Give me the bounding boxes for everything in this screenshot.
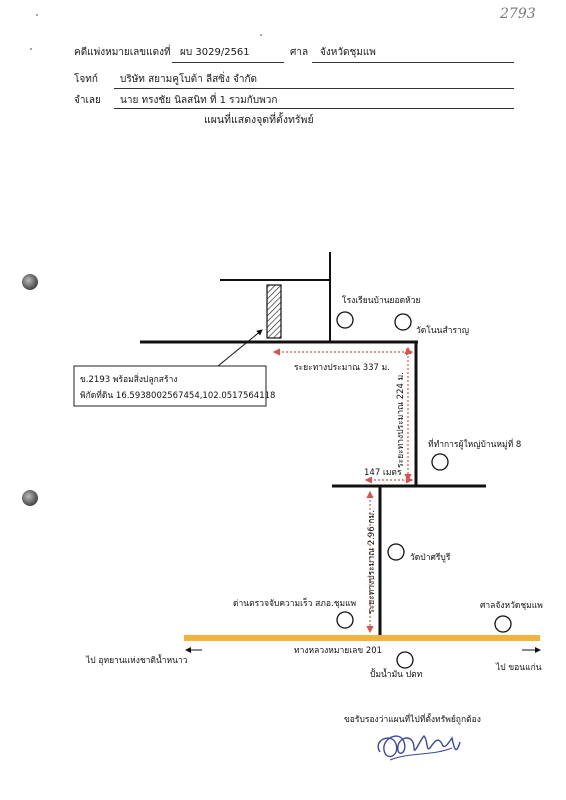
temple-nong-marker bbox=[394, 313, 412, 331]
signature bbox=[377, 735, 461, 758]
case-number-value: ผบ 3029/2561 bbox=[180, 47, 250, 58]
handwritten-page-number: 2793 bbox=[500, 6, 536, 22]
court-label-map: ศาลจังหวัดชุมแพ bbox=[480, 601, 543, 611]
court-marker bbox=[494, 615, 512, 633]
map-title: แผนที่แสดงจุดที่ตั้งทรัพย์ bbox=[204, 114, 314, 126]
case-number-underline bbox=[172, 62, 284, 63]
plaintiff-underline bbox=[114, 88, 514, 89]
distance-337m-label: ระยะทางประมาณ 337 ม. bbox=[294, 363, 390, 373]
court-label: ศาล bbox=[290, 47, 309, 58]
village-head-marker bbox=[431, 453, 449, 471]
school-label: โรงเรียนบ้านยอดห้วย bbox=[342, 295, 421, 306]
property-deed-text: ข.2193 พร้อมสิ่งปลูกสร้าง bbox=[80, 373, 178, 385]
scan-speck bbox=[260, 34, 262, 36]
defendant-name: นาย ทรงชัย นิลสนิท ที่ 1 รวมกับพวก bbox=[120, 95, 278, 106]
defendant-underline bbox=[114, 108, 514, 109]
checkpoint-marker bbox=[336, 611, 354, 629]
gas-station-label: ปั้มน้ำมัน ปตท bbox=[370, 668, 423, 680]
defendant-label: จำเลย bbox=[74, 95, 101, 106]
punch-hole bbox=[22, 490, 38, 506]
scan-speck bbox=[36, 14, 38, 16]
right-direction-label: ไป ขอนแก่น bbox=[495, 662, 542, 673]
plaintiff-name: บริษัท สยามคูโบต้า ลีสซิ่ง จำกัด bbox=[120, 74, 258, 85]
property-info-box bbox=[73, 365, 267, 407]
left-direction-label: ไป อุทยานแห่งชาติน้ำหนาว bbox=[85, 654, 188, 666]
court-underline bbox=[312, 62, 514, 63]
checkpoint-label: ด่านตรวจจับความเร็ว สภอ.ชุมแพ bbox=[233, 597, 356, 609]
certification-text: ขอรับรองว่าแผนที่ไปที่ตั้งทรัพย์ถูกต้อง bbox=[344, 713, 481, 725]
signature-underline bbox=[389, 747, 453, 761]
temple-pa-marker bbox=[387, 543, 405, 561]
temple-nong-label: วัดโนนสำราญ bbox=[416, 325, 469, 336]
school-marker bbox=[336, 311, 354, 329]
temple-pa-label: วัดป่าศรีบูรี bbox=[410, 552, 451, 563]
gas-station-marker bbox=[396, 651, 414, 669]
highway-name-label: ทางหลวงหมายเลข 201 bbox=[294, 646, 382, 656]
property-coordinates-text: พิกัดที่ดิน 16.5938002567454,102.0517564… bbox=[80, 389, 275, 401]
pointer-arrow bbox=[217, 329, 263, 367]
property-parcel bbox=[266, 284, 282, 339]
court-name: จังหวัดชุมแพ bbox=[320, 47, 376, 58]
plaintiff-label: โจทก์ bbox=[74, 74, 98, 85]
distance-224m-label: ระยะทางประมาณ 224 ม. bbox=[396, 372, 406, 468]
case-number-label: คดีแพ่งหมายเลขแดงที่ bbox=[74, 47, 171, 58]
distance-2-96km-label: ระยะทางประมาณ 2.96 กม. bbox=[367, 510, 377, 614]
distance-147m-label: 147 เมตร bbox=[364, 468, 402, 478]
scan-speck bbox=[30, 48, 32, 50]
punch-hole bbox=[22, 274, 38, 290]
village-head-label: ที่ทำการผู้ใหญ่บ้านหมู่ที่ 8 bbox=[428, 438, 521, 450]
